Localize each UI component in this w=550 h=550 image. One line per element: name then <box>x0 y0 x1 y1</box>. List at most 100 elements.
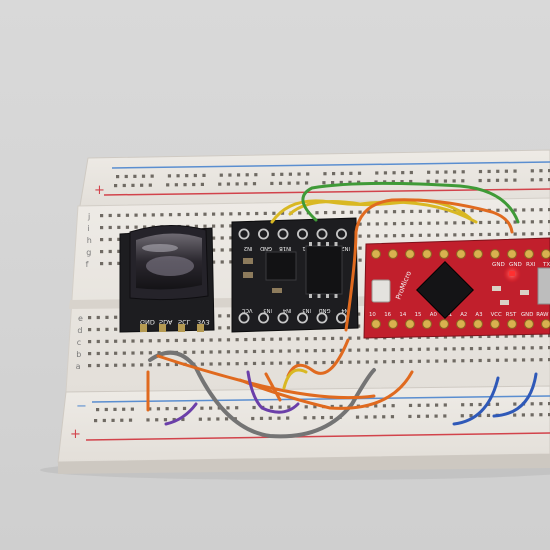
breadboard-hole <box>384 234 388 238</box>
breadboard-hole <box>130 407 134 411</box>
breadboard-hole <box>148 339 152 343</box>
breadboard-hole <box>478 402 482 407</box>
breadboard-hole <box>200 362 205 366</box>
pro-micro-pad <box>541 249 550 259</box>
breadboard-hole <box>185 174 189 178</box>
pro-micro-bottom-label: 16 <box>384 312 391 318</box>
sensor-lens-highlight <box>142 244 178 252</box>
breadboard-hole <box>461 335 465 339</box>
wire-green-top <box>301 181 520 224</box>
breadboard-hole <box>244 337 248 342</box>
breadboard-hole <box>409 359 413 364</box>
row-letter: b <box>76 350 81 359</box>
pro-micro-pad <box>371 249 381 259</box>
breadboard-hole <box>357 312 361 316</box>
breadboard-hole <box>96 315 100 320</box>
breadboard-hole <box>313 337 317 341</box>
breadboard-hole <box>443 359 448 363</box>
pro-micro-top-label: RXI <box>526 262 536 268</box>
breadboard-hole <box>235 182 239 186</box>
breadboard-hole <box>148 407 152 411</box>
breadboard-hole <box>539 232 543 236</box>
driver-bottom-label: VCC <box>241 307 252 313</box>
breadboard-hole <box>218 326 222 330</box>
breadboard-hole <box>235 338 239 342</box>
breadboard-hole <box>521 346 526 350</box>
breadboard-hole <box>384 222 388 226</box>
breadboard-hole <box>200 350 205 354</box>
driver-bottom-pads <box>238 312 347 324</box>
breadboard-hole <box>96 351 100 356</box>
sensor-header-pins <box>140 324 204 332</box>
pro-micro-smd-c <box>520 290 529 295</box>
breadboard-hole <box>96 327 100 332</box>
breadboard-hole <box>88 340 92 344</box>
breadboard-hole <box>436 233 440 237</box>
sensor-pin-label: SDA <box>159 318 173 326</box>
breadboard-hole <box>425 414 429 418</box>
breadboard-hole <box>226 406 230 410</box>
breadboard-hole <box>530 178 534 182</box>
breadboard-hole <box>479 220 483 225</box>
breadboard-hole <box>383 180 387 184</box>
breadboard-hole <box>539 208 543 212</box>
breadboard-hole <box>461 233 466 237</box>
pro-micro-pad <box>490 319 500 329</box>
breadboard-hole <box>141 174 146 178</box>
driver-top-pads <box>238 228 347 240</box>
driver-smd-2 <box>243 272 253 278</box>
breadboard-hole <box>252 405 256 410</box>
breadboard-hole <box>469 347 474 351</box>
ic-leg <box>334 242 338 246</box>
breadboard-hole <box>539 402 543 406</box>
breadboard-hole <box>530 208 534 212</box>
ic-leg <box>317 242 321 246</box>
breadboard-hole <box>88 316 92 320</box>
driver-bottom-label: IN3 <box>302 307 311 313</box>
breadboard-hole <box>392 210 397 214</box>
breadboard-hole <box>194 212 198 216</box>
breadboard-hole <box>443 179 448 183</box>
breadboard-hole <box>202 173 206 177</box>
breadboard-hole <box>224 417 229 421</box>
breadboard-hole <box>339 180 343 185</box>
breadboard-hole <box>272 211 276 215</box>
breadboard-hole <box>113 407 117 411</box>
breadboard-hole <box>339 404 343 408</box>
jumper-wires <box>146 181 538 439</box>
breadboard-hole <box>134 213 138 217</box>
breadboard-hole <box>436 221 440 225</box>
breadboard-hole <box>357 324 361 328</box>
breadboard-hole <box>478 178 482 183</box>
breadboard-hole <box>209 350 213 354</box>
breadboard-hole <box>548 402 550 406</box>
breadboard-hole <box>125 213 130 217</box>
breadboard-hole <box>530 169 534 173</box>
breadboard-hole <box>367 210 371 214</box>
breadboard-hole <box>461 347 465 351</box>
breadboard-hole <box>172 417 176 422</box>
breadboard-hole <box>120 418 124 422</box>
breadboard-hole <box>155 418 159 422</box>
breadboard-hole <box>165 407 169 411</box>
breadboard-hole <box>495 402 500 406</box>
breadboard-hole <box>114 327 118 331</box>
sensor-lens-reflection <box>146 256 194 276</box>
breadboard-hole <box>200 406 204 410</box>
breadboard-hole <box>375 210 379 214</box>
breadboard-hole <box>426 347 430 351</box>
breadboard-hole <box>452 335 456 339</box>
breadboard-hole <box>382 404 387 408</box>
breadboard-hole <box>297 172 301 176</box>
breadboard-hole <box>287 337 291 341</box>
breadboard-hole <box>452 359 456 363</box>
breadboard-hole <box>304 181 309 185</box>
pro-micro-pad <box>388 319 398 329</box>
breadboard-hole <box>122 183 126 188</box>
breadboard-hole <box>452 347 456 351</box>
breadboard-hole <box>341 210 345 214</box>
breadboard-hole <box>357 360 361 364</box>
driver-pad <box>277 228 289 240</box>
breadboard-hole <box>174 406 178 411</box>
breadboard-hole <box>504 232 509 236</box>
